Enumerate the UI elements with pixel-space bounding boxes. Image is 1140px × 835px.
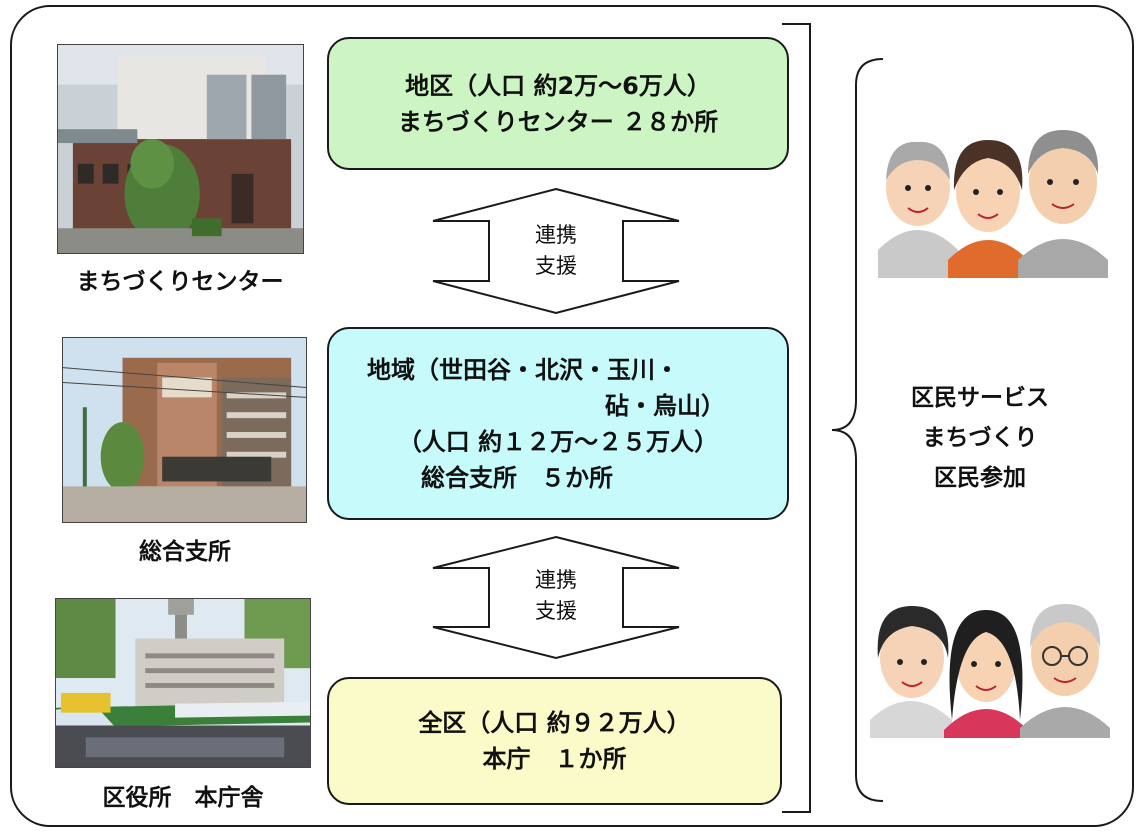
area-line-4: 総合支所 ５か所 (421, 463, 613, 492)
arrow-2-label-support: 支援 (535, 599, 577, 623)
branch-office-photo (62, 337, 307, 523)
arrow-1-label-support: 支援 (535, 254, 577, 278)
ward-box: 全区（人口 約９２万人） 本庁 １か所 (327, 677, 782, 805)
machizukuri-center-caption: まちづくりセンター (76, 269, 284, 295)
cooperation-arrow-2: 連携 支援 (431, 535, 681, 660)
area-line-3: （人口 約１２万～２５万人） (397, 427, 719, 456)
branch-office-caption: 総合支所 (139, 539, 231, 565)
ward-line-1: 全区（人口 約９２万人） (418, 709, 691, 737)
district-line-2: まちづくりセンター ２８か所 (397, 107, 719, 136)
diagram-frame (10, 5, 1134, 827)
levels-bracket (782, 23, 811, 813)
district-box: 地区（人口 約2万～6万人） まちづくりセンター ２８か所 (327, 37, 789, 170)
area-box: 地域（世田谷・北沢・玉川・ 砧・烏山） （人口 約１２万～２５万人） 総合支所 … (327, 327, 789, 520)
area-line-2: 砧・烏山） (605, 391, 725, 420)
ward-office-photo (55, 598, 311, 768)
ward-office-caption: 区役所 本庁舎 (102, 785, 264, 811)
area-line-1: 地域（世田谷・北沢・玉川・ (367, 355, 679, 384)
arrow-2-label-cooperation: 連携 (535, 568, 577, 592)
curly-brace (831, 58, 884, 802)
citizens-illustration-bottom (860, 570, 1120, 740)
citizens-illustration-top (868, 100, 1118, 278)
arrow-1-label-cooperation: 連携 (535, 223, 577, 247)
ward-line-2: 本庁 １か所 (482, 745, 627, 773)
machizukuri-center-photo (57, 44, 304, 254)
citizen-label: 区民サービス まちづくり 区民参加 (880, 378, 1080, 498)
citizen-label-line-2: まちづくり (922, 425, 1038, 451)
district-line-1: 地区（人口 約2万～6万人） (405, 71, 711, 100)
citizen-label-line-1: 区民サービス (911, 385, 1049, 411)
citizen-label-line-3: 区民参加 (934, 465, 1026, 491)
cooperation-arrow-1: 連携 支援 (431, 187, 681, 315)
